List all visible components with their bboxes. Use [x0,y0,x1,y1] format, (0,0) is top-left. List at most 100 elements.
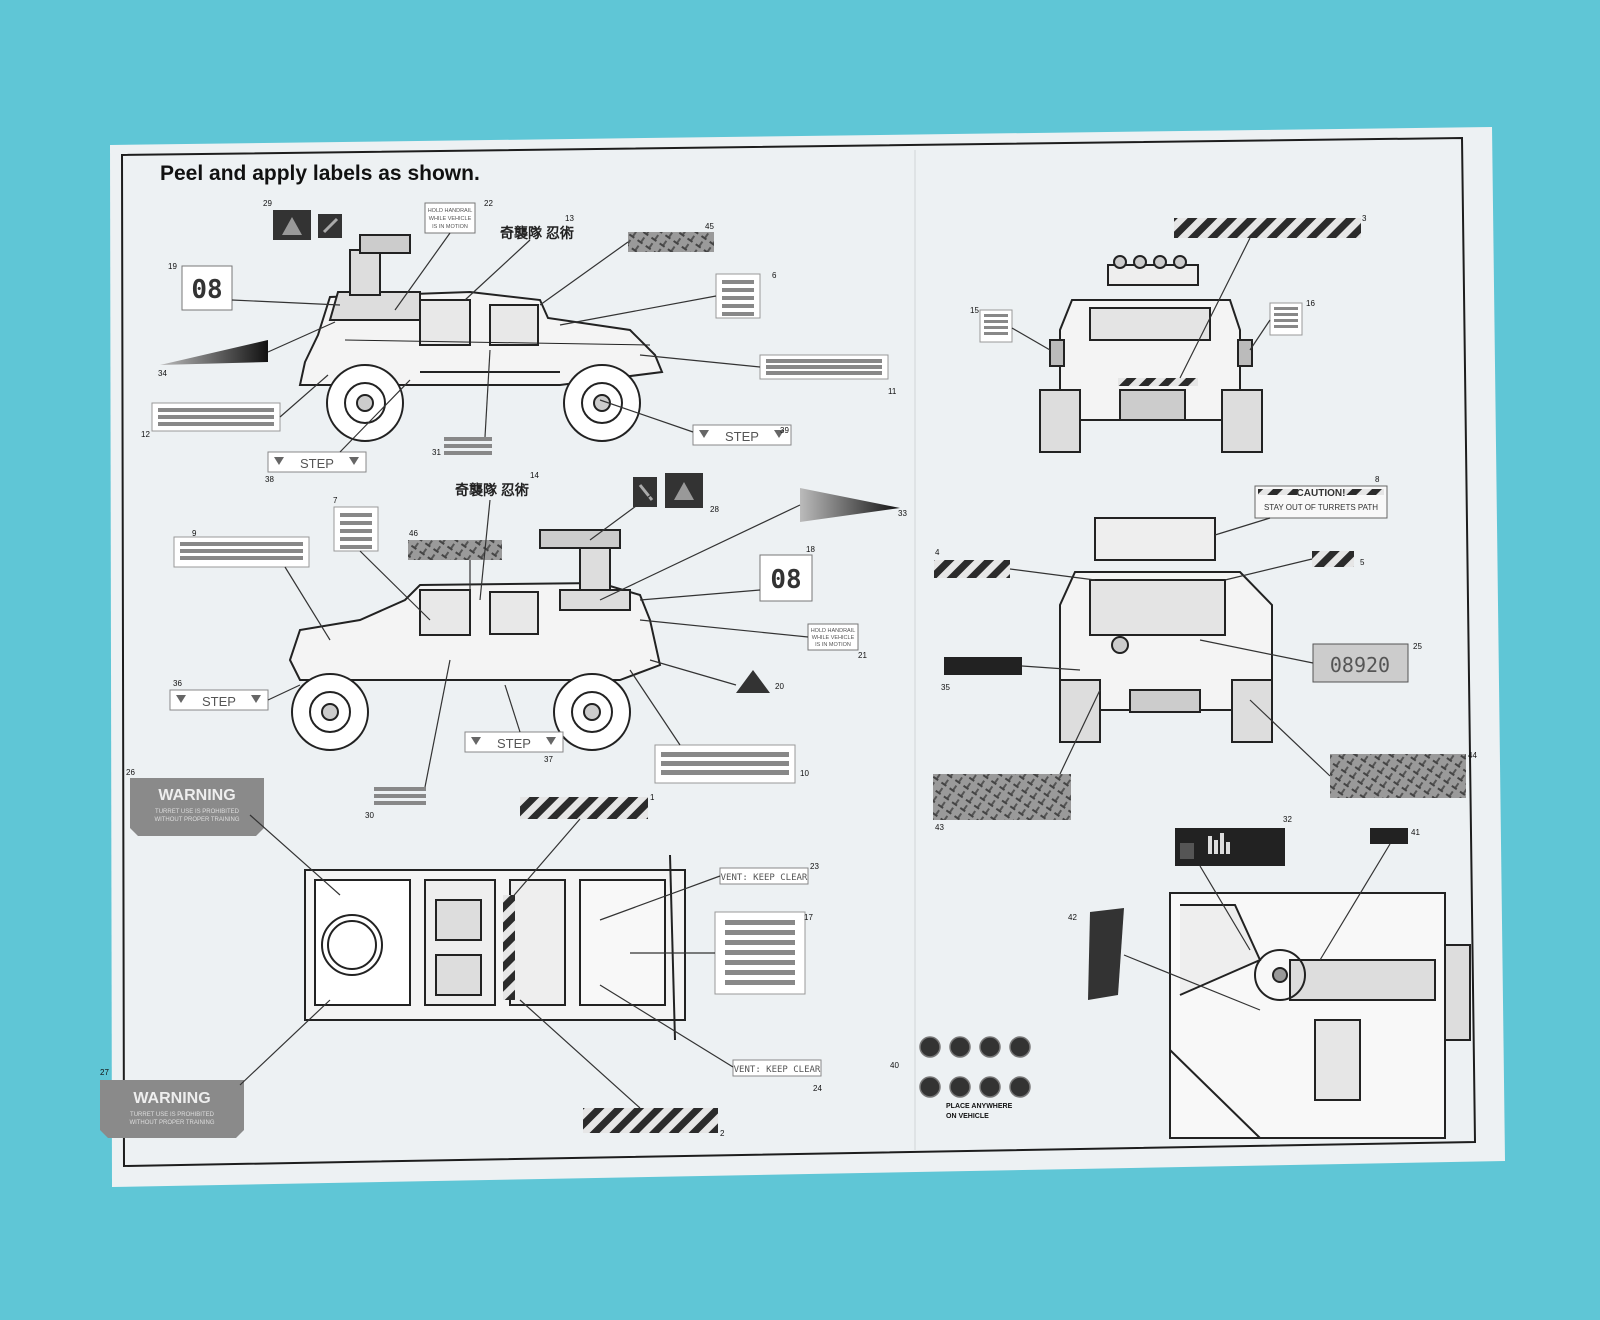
label-7-stripes [333,506,379,552]
label-38-step: STEP [267,451,367,473]
label-46-diamond-plate [408,540,502,560]
callout-34: 34 [158,369,167,378]
callout-5: 5 [1360,558,1365,567]
callout-36: 36 [173,679,182,688]
vent-23-text: VENT: KEEP CLEAR [721,873,808,883]
label-22-handrail: HOLD HANDRAIL WHILE VEHICLE IS IN MOTION [424,202,476,234]
label-21-handrail: HOLD HANDRAIL WHILE VEHICLE IS IN MOTION [807,623,859,651]
callout-16: 16 [1306,299,1315,308]
callout-14: 14 [530,471,539,480]
callout-32: 32 [1283,815,1292,824]
label-40-bolts [919,1036,1031,1098]
callout-35: 35 [941,683,950,692]
callout-15: 15 [970,306,979,315]
label-34-wedge [160,340,268,365]
vehicle-side-view-left [298,234,664,442]
callout-46: 46 [409,529,418,538]
label-19-number: 08 [181,265,233,311]
callout-17: 17 [804,913,813,922]
vehicle-front-view [1039,255,1263,453]
handrail-line-2: WHILE VEHICLE [429,216,472,222]
callout-3: 3 [1362,214,1367,223]
vent-24-text: VENT: KEEP CLEAR [734,1065,821,1075]
label-11-stripes [759,354,889,380]
callout-44: 44 [1468,751,1477,760]
leader-lines-middle-left [267,491,809,788]
label-33-wedge [800,488,900,522]
place-anywhere-line-1: PLACE ANYWHERE [946,1103,1013,1110]
handrail-21-line-2: WHILE VEHICLE [812,635,855,641]
callout-30: 30 [365,811,374,820]
label-27-warning: WARNING TURRET USE IS PROHIBITED WITHOUT… [100,1080,244,1138]
warning-27-sub-2: WITHOUT PROPER TRAINING [129,1120,214,1126]
handrail-21-line-1: HOLD HANDRAIL [811,628,856,634]
handrail-line-1: HOLD HANDRAIL [428,208,473,214]
step-text-38: STEP [300,456,334,471]
label-36-step: STEP [169,689,269,711]
label-32-dashboard [1175,828,1285,866]
label-18-number: 08 [759,554,813,602]
label-6-stripes [715,273,761,319]
callout-8: 8 [1375,475,1380,484]
callout-19: 19 [168,262,177,271]
warning-26-sub-2: WITHOUT PROPER TRAINING [154,817,239,823]
label-17-stripes [714,911,806,995]
label-16-stripes [1269,302,1303,336]
label-26-warning: WARNING TURRET USE IS PROHIBITED WITHOUT… [130,778,264,836]
number-08-18: 08 [770,565,801,595]
caution-title: CAUTION! [1297,488,1346,499]
leader-lines-middle-right [1009,517,1331,777]
callout-28: 28 [710,505,719,514]
warning-26-title: WARNING [158,787,235,804]
callout-6: 6 [772,271,777,280]
label-23-vent: VENT: KEEP CLEAR [719,867,809,885]
callout-4: 4 [935,548,940,557]
label-12-stripes [151,402,281,432]
label-39-step: STEP [692,424,792,446]
label-25-license-plate: 08920 [1312,643,1409,683]
vehicle-top-view [304,854,686,1041]
label-13-kanji: 奇襲隊 忍術 [500,225,574,241]
label-29-warning-small [273,210,342,240]
callout-10: 10 [800,769,809,778]
label-31-stripes [444,437,492,455]
callout-45: 45 [705,222,714,231]
warning-26-sub-1: TURRET USE IS PROHIBITED [155,809,240,815]
label-30-stripes [374,787,426,805]
label-20-triangle [736,670,770,693]
callout-40: 40 [890,1061,899,1070]
sheet-border [120,136,1477,1168]
label-45-diamond-plate [628,232,714,252]
callout-38: 38 [265,475,274,484]
label-8-caution: CAUTION! STAY OUT OF TURRETS PATH [1254,485,1388,519]
vehicle-side-view-right [288,529,662,751]
callout-11: 11 [888,387,897,396]
interior-cockpit-view [1169,892,1471,1139]
callout-12: 12 [141,430,150,439]
top-view-hazard-strip [503,895,515,1000]
warning-27-title: WARNING [133,1090,210,1107]
callout-29: 29 [263,199,272,208]
callout-21: 21 [858,651,867,660]
page-title: Peel and apply labels as shown. [160,162,480,185]
callout-41: 41 [1411,828,1420,837]
callout-33: 33 [898,509,907,518]
callout-37: 37 [544,755,553,764]
number-08-19: 08 [191,275,222,305]
front-view-hazard-strip [1118,378,1198,386]
label-28-warning-small [633,473,703,508]
callout-43: 43 [935,823,944,832]
step-text-39: STEP [725,429,759,444]
leader-lines-top-left [231,232,761,453]
callout-1: 1 [650,793,655,802]
caution-sub: STAY OUT OF TURRETS PATH [1264,503,1378,512]
callout-39: 39 [780,426,789,435]
step-text-37: STEP [497,736,531,751]
label-43-diamond-plate [933,774,1071,820]
vehicle-rear-view [1059,517,1273,743]
label-9-stripes [173,536,310,568]
callout-26: 26 [126,768,135,777]
label-37-step: STEP [464,731,564,753]
place-anywhere-line-2: ON VEHICLE [946,1113,989,1120]
callout-23: 23 [810,862,819,871]
